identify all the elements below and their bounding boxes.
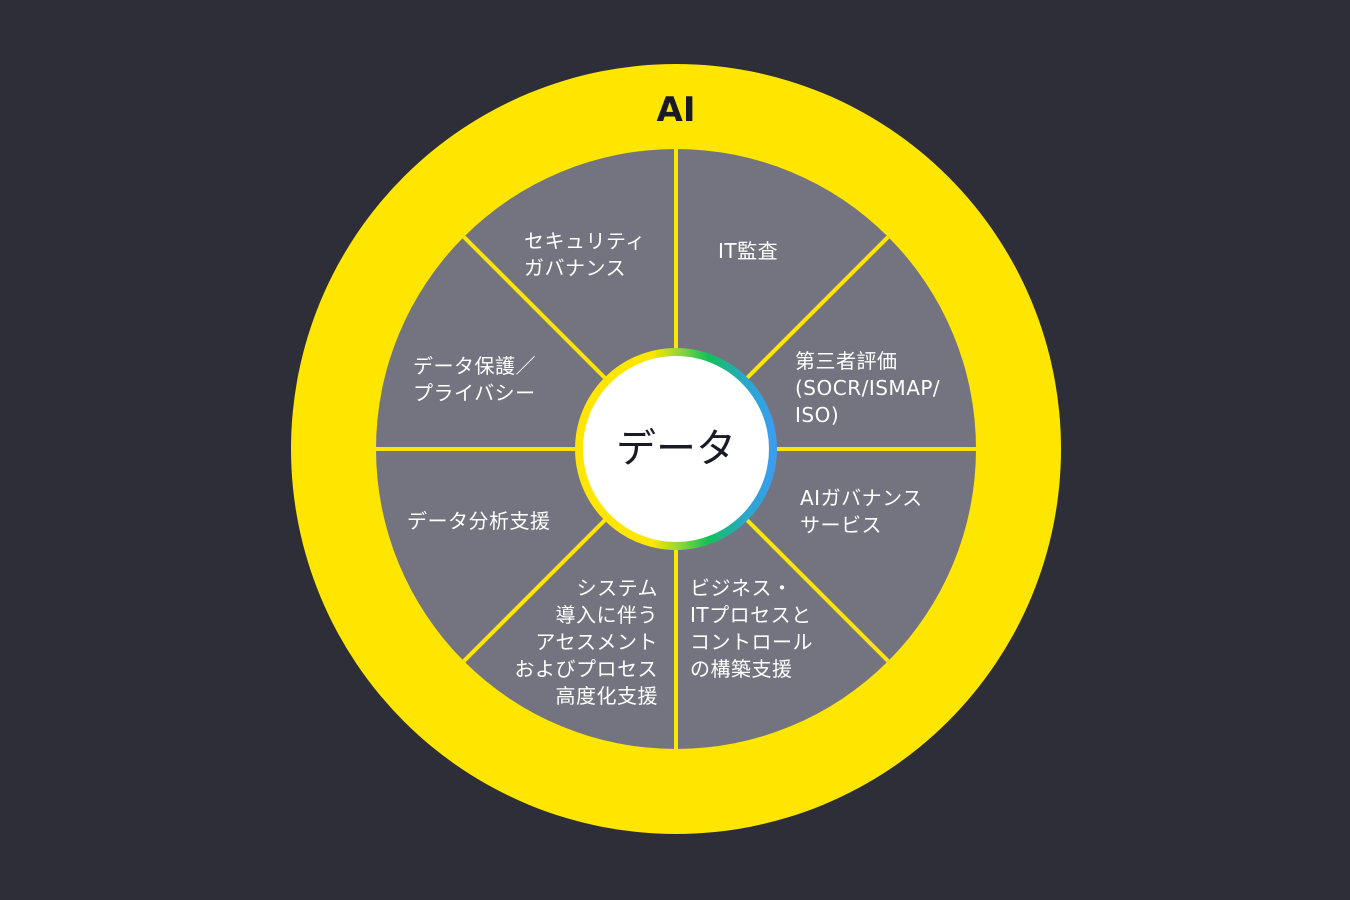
segment-business-it-process-control: ビジネス・ ITプロセスと コントロール の構築支援 [690, 576, 813, 681]
ai-ring-label: AI [656, 90, 696, 130]
segment-it-audit: IT監査 [718, 239, 779, 263]
segment-data-protection-privacy: データ保護／ プライバシー [413, 354, 536, 405]
segment-ai-governance-service: AIガバナンス サービス [800, 486, 923, 537]
segment-third-party-assessment: 第三者評価 (SOCR/ISMAP/ ISO) [795, 349, 941, 427]
data-center-label: データ [616, 426, 736, 472]
segment-security-governance: セキュリティ ガバナンス [524, 229, 646, 280]
segment-system-assessment: システム 導入に伴う アセスメント およびプロセス 高度化支援 [514, 576, 658, 708]
segment-data-analytics: データ分析支援 [407, 509, 551, 533]
data-center-disc [583, 356, 769, 542]
